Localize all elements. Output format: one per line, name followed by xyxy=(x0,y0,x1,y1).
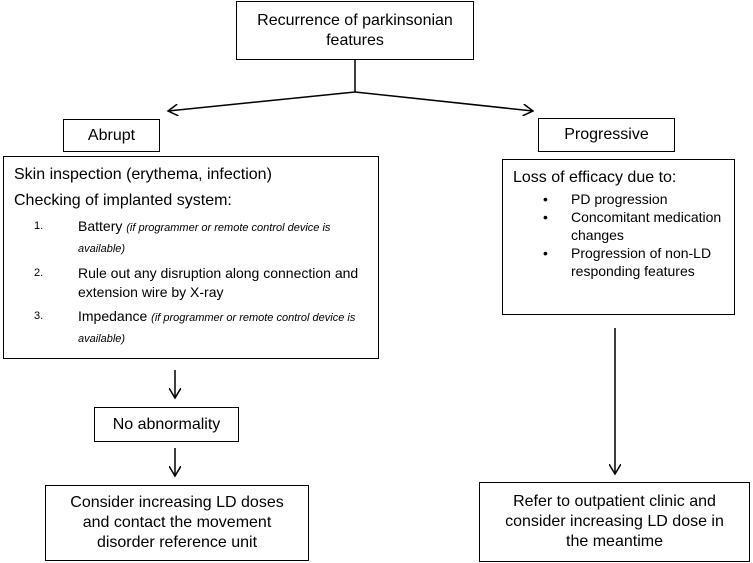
arrow-to-progressive xyxy=(354,91,533,111)
check-item-battery: 1. Battery (if programmer or remote cont… xyxy=(34,217,368,259)
progressive-box: Progressive xyxy=(538,118,675,152)
causes-list: • PD progression • Concomitant medication … xyxy=(513,190,726,280)
bullet-icon: • xyxy=(543,245,548,261)
progressive-details-box: Loss of efficacy due to: • PD progression… xyxy=(502,159,735,315)
arrow-to-abrupt xyxy=(168,91,356,111)
consider-ld-line1: Consider increasing LD doses xyxy=(70,494,284,511)
bullet-icon: • xyxy=(543,191,548,207)
cause-text: Concomitant medication changes xyxy=(571,209,722,243)
check-num: 2. xyxy=(34,267,44,279)
recurrence-box: Recurrence of parkinsonian features xyxy=(236,1,474,60)
refer-line2: consider increasing LD dose in xyxy=(505,513,724,530)
consider-ld-line3: disorder reference unit xyxy=(96,534,258,551)
recurrence-line2: features xyxy=(326,31,384,49)
checks-list: 1. Battery (if programmer or remote cont… xyxy=(34,217,368,349)
progressive-label: Progressive xyxy=(564,126,649,143)
check-main: Impedance xyxy=(78,308,152,324)
check-main: Battery xyxy=(78,218,127,234)
check-note: (if programmer or remote control device … xyxy=(78,312,356,345)
refer-box: Refer to outpatient clinic and consider … xyxy=(479,482,750,562)
check-note: (if programmer or remote control device … xyxy=(78,222,331,255)
no-abnormality-label: No abnormality xyxy=(112,415,221,433)
check-item-disruption: 2. Rule out any disruption along connect… xyxy=(34,264,368,302)
cause-item: • Concomitant medication changes xyxy=(513,208,726,244)
check-num: 1. xyxy=(34,220,44,232)
abrupt-details-box: Skin inspection (erythema, infection) Ch… xyxy=(3,156,379,359)
consider-ld-box: Consider increasing LD doses and contact… xyxy=(45,485,309,561)
checking-system-text: Checking of implanted system: xyxy=(14,192,232,209)
loss-efficacy-title: Loss of efficacy due to: xyxy=(513,169,677,186)
cause-text: PD progression xyxy=(571,191,668,207)
bullet-icon: • xyxy=(543,209,548,225)
cause-item: • PD progression xyxy=(513,190,726,208)
cause-item: • Progression of non-LD responding featur… xyxy=(513,244,726,280)
refer-line1: Refer to outpatient clinic and xyxy=(513,493,716,510)
abrupt-label: Abrupt xyxy=(87,126,136,144)
skin-inspection-text: Skin inspection (erythema, infection) xyxy=(14,166,272,183)
abrupt-box: Abrupt xyxy=(63,119,160,152)
recurrence-line1: Recurrence of parkinsonian xyxy=(257,11,453,29)
check-num: 3. xyxy=(34,310,44,322)
consider-ld-line2: and contact the movement xyxy=(82,514,272,531)
no-abnormality-box: No abnormality xyxy=(94,407,239,442)
check-main: Rule out any disruption along connection… xyxy=(78,265,359,300)
cause-text: Progression of non-LD responding feature… xyxy=(571,245,712,279)
check-item-impedance: 3. Impedance (if programmer or remote co… xyxy=(34,307,368,349)
refer-line3: the meantime xyxy=(566,533,663,550)
